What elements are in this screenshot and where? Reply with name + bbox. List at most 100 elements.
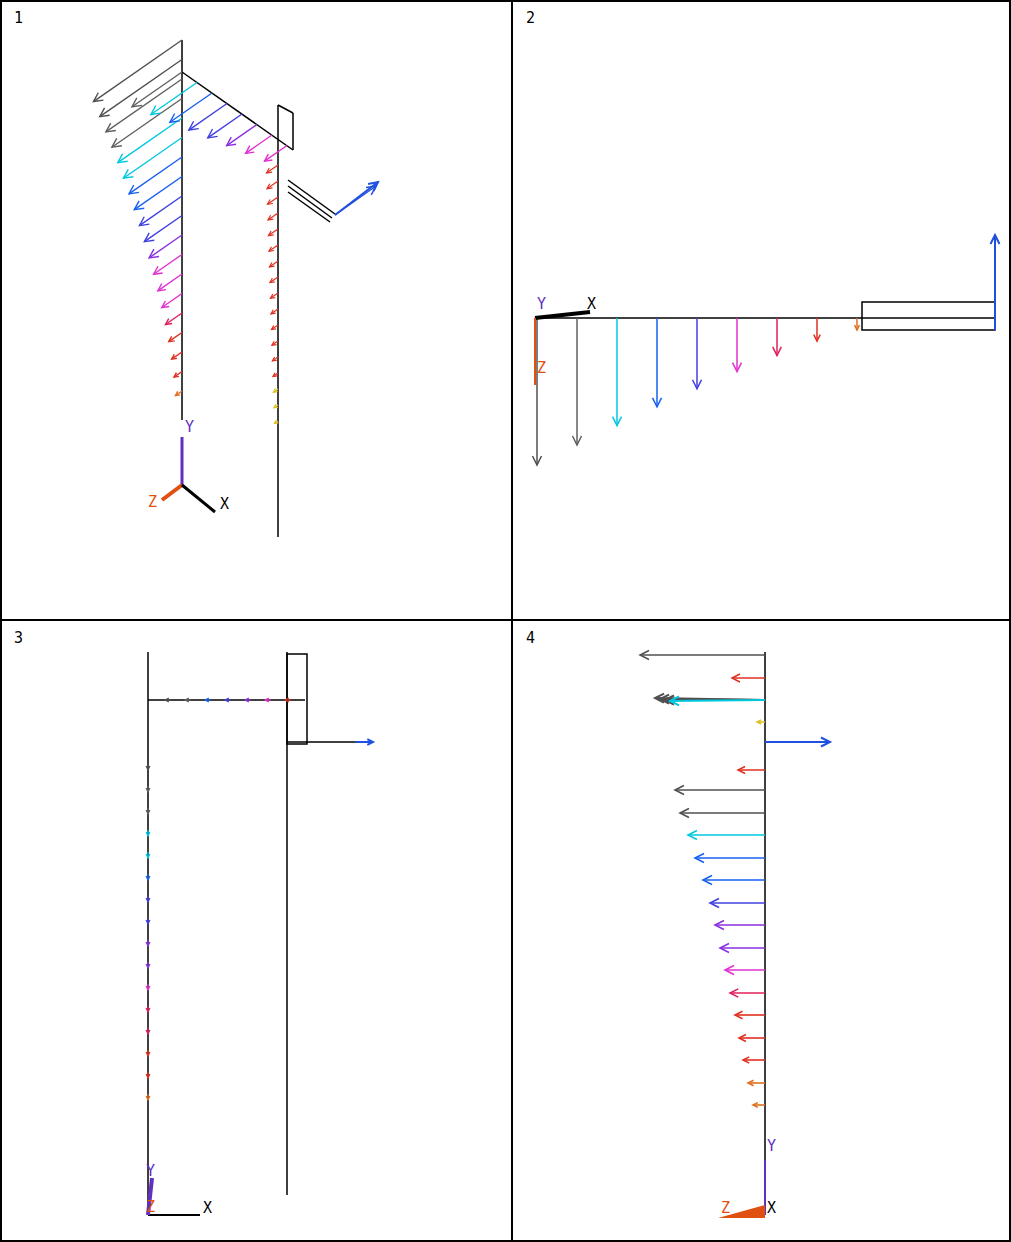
load-arrow [816, 318, 818, 341]
load-arrow [710, 902, 765, 904]
arrow-head [245, 698, 249, 702]
load-arrow [134, 177, 182, 210]
arrow-head [246, 146, 255, 154]
arrow-head [272, 341, 277, 345]
arrow-head [739, 1035, 746, 1042]
arrow-head [573, 436, 582, 445]
arrow-head [267, 184, 273, 189]
arrow-head [269, 262, 274, 266]
load-arrow [175, 391, 182, 396]
axis-label: X [220, 496, 229, 512]
load-arrow [268, 197, 278, 204]
axis-label: Y [146, 1163, 155, 1179]
load-arrow [743, 1059, 765, 1061]
load-arrow [139, 196, 182, 226]
load-arrow [118, 118, 182, 163]
member-outline [287, 654, 307, 744]
load-arrow [162, 294, 182, 308]
panel-divider [0, 619, 1011, 621]
arrow-head [272, 357, 276, 361]
arrow-head [285, 698, 289, 702]
load-arrow [208, 114, 242, 138]
load-arrow [640, 654, 765, 656]
arrow-head [274, 404, 278, 408]
arrow-head [93, 93, 103, 102]
arrow-head [165, 319, 172, 325]
arrow-head [112, 138, 122, 147]
arrow-head [653, 398, 662, 407]
load-arrow [267, 181, 278, 189]
arrow-head [680, 809, 689, 818]
panel-iso-view [93, 40, 378, 537]
axis-line [535, 312, 590, 318]
load-arrow [335, 186, 376, 215]
axis-label: Z [148, 494, 157, 510]
arrow-head [123, 169, 133, 178]
load-arrow [715, 924, 765, 926]
arrow-head [991, 235, 1000, 244]
arrow-head [273, 388, 277, 392]
arrow-head [710, 899, 719, 908]
arrow-head [271, 310, 276, 314]
axis-label: X [767, 1200, 776, 1216]
load-arrow [738, 769, 765, 771]
arrow-head [146, 766, 150, 770]
axis-label: Z [721, 1200, 730, 1216]
load-arrow [270, 293, 278, 298]
arrow-head [735, 1011, 743, 1019]
axis-label: Z [146, 1199, 155, 1215]
arrow-head [753, 1103, 758, 1108]
arrow-head [730, 989, 738, 997]
arrow-head [118, 154, 128, 163]
load-arrow [246, 135, 272, 153]
arrow-head [733, 363, 742, 372]
load-arrow [739, 1037, 765, 1039]
load-arrow [112, 99, 182, 148]
arrow-head [695, 854, 704, 863]
load-arrow [158, 274, 182, 291]
axis-label: Y [185, 419, 194, 435]
arrow-head [732, 674, 740, 682]
panel-number: 1 [14, 10, 23, 26]
load-arrow [165, 313, 182, 325]
load-arrow [267, 165, 278, 173]
arrow-head [165, 698, 169, 702]
arrow-head [205, 698, 209, 702]
load-arrow [269, 261, 278, 267]
load-arrow [273, 389, 278, 392]
arrow-head [366, 186, 376, 195]
arrow-head [743, 1057, 749, 1063]
member-line [288, 192, 330, 222]
arrow-head [715, 921, 724, 930]
member-line [147, 652, 149, 1215]
arrow-head [693, 380, 702, 389]
member-line [862, 317, 995, 319]
arrow-head [146, 964, 150, 968]
load-arrow [169, 333, 182, 342]
member-line [535, 317, 862, 319]
arrow-head [688, 831, 697, 840]
arrow-head [134, 201, 144, 210]
arrow-head [154, 266, 163, 274]
arrow-head [146, 854, 150, 858]
load-arrow [776, 318, 778, 356]
axis-label: Z [537, 360, 546, 376]
member-line [288, 186, 332, 218]
load-arrow [174, 372, 182, 378]
panel-number: 3 [14, 630, 23, 646]
arrow-head [271, 325, 276, 329]
arrow-head [814, 335, 820, 341]
panel-number: 2 [526, 10, 535, 26]
arrow-head [162, 301, 169, 308]
member-line [182, 72, 293, 150]
axis-line [162, 485, 182, 500]
arrow-head [146, 942, 150, 946]
arrow-head [146, 898, 150, 902]
arrow-head [720, 944, 729, 953]
load-arrow [735, 1014, 765, 1016]
arrow-head [146, 788, 150, 792]
axis-line [534, 318, 536, 385]
arrow-head [227, 137, 236, 145]
arrow-head [640, 651, 649, 660]
